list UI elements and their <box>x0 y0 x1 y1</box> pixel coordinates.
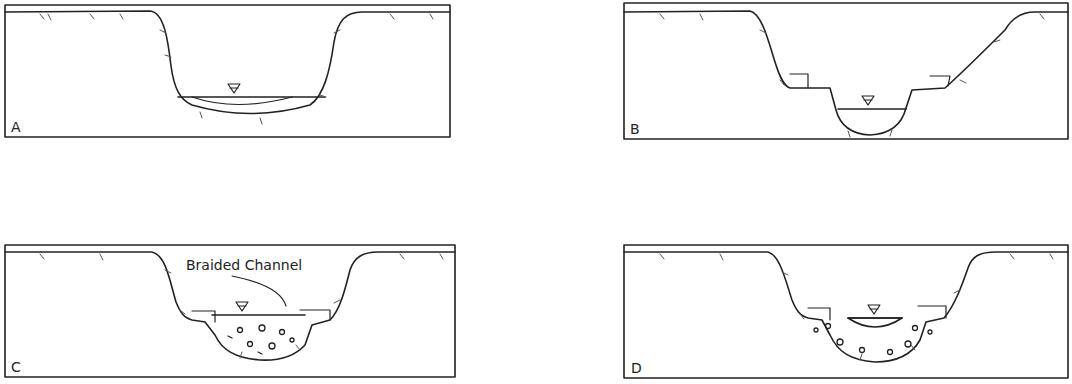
water-channel <box>848 318 902 327</box>
gravel-fill <box>228 325 294 354</box>
panel-frame <box>5 5 450 137</box>
terrace <box>808 306 946 320</box>
panel-letter: C <box>11 360 21 374</box>
channel-deposit <box>192 97 292 105</box>
callout-label: Braided Channel <box>186 258 302 272</box>
terrace <box>790 74 950 88</box>
valley-profile <box>5 11 450 114</box>
panel-letter: B <box>630 122 640 136</box>
water-surface <box>178 96 325 98</box>
panel-letter: D <box>631 361 642 375</box>
valley-profile <box>5 252 455 360</box>
water-symbol <box>868 305 880 314</box>
panel-letter: A <box>11 120 21 134</box>
water-symbol <box>862 96 874 105</box>
leader-line <box>232 276 286 306</box>
panel-frame <box>624 3 1068 139</box>
soil-hatching <box>40 14 1053 360</box>
valley-profile <box>624 11 1068 135</box>
panel-frame <box>624 245 1068 378</box>
water-symbol <box>228 84 240 93</box>
water-symbol <box>236 302 248 311</box>
water-surface <box>212 314 305 316</box>
terrace <box>192 310 330 322</box>
water-surface <box>848 317 902 319</box>
valley-profile <box>624 252 1068 362</box>
water-surface <box>838 108 906 110</box>
panel-frame <box>5 245 455 377</box>
